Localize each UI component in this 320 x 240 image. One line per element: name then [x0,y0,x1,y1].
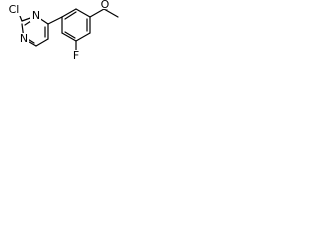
nitrogen-label-bottom: N [20,32,28,45]
label-bg-n3 [30,10,41,22]
molecule-diagram: Cl N N F O [0,0,146,82]
benzene-ring [61,8,91,42]
bond-b2-b3 [75,8,91,18]
chlorine-label: Cl [9,3,20,16]
label-bg-n1 [18,33,29,45]
label-bg-o [99,0,111,9]
bond-b5-b6 [61,32,77,42]
double-bond-inner-b5-b6 [64,31,76,39]
label-bg-cl [6,4,22,16]
bond-c5-c6 [35,38,49,47]
atom-labels: Cl N N F O [6,0,111,62]
nitrogen-label-top: N [32,9,40,22]
bond-carbonyl-methyl [103,8,119,18]
bond-ring-carbonyl [89,8,105,18]
fluorine-label: F [73,49,79,62]
bond-biaryl [47,16,63,25]
structure-canvas: Cl N N F O [6,0,119,62]
double-bond-inner-b1-b2 [64,11,77,20]
bond-b1-b2 [61,8,77,18]
label-bg-f [70,50,81,62]
bond-b4-b5 [75,32,91,42]
oxygen-label: O [101,0,110,11]
